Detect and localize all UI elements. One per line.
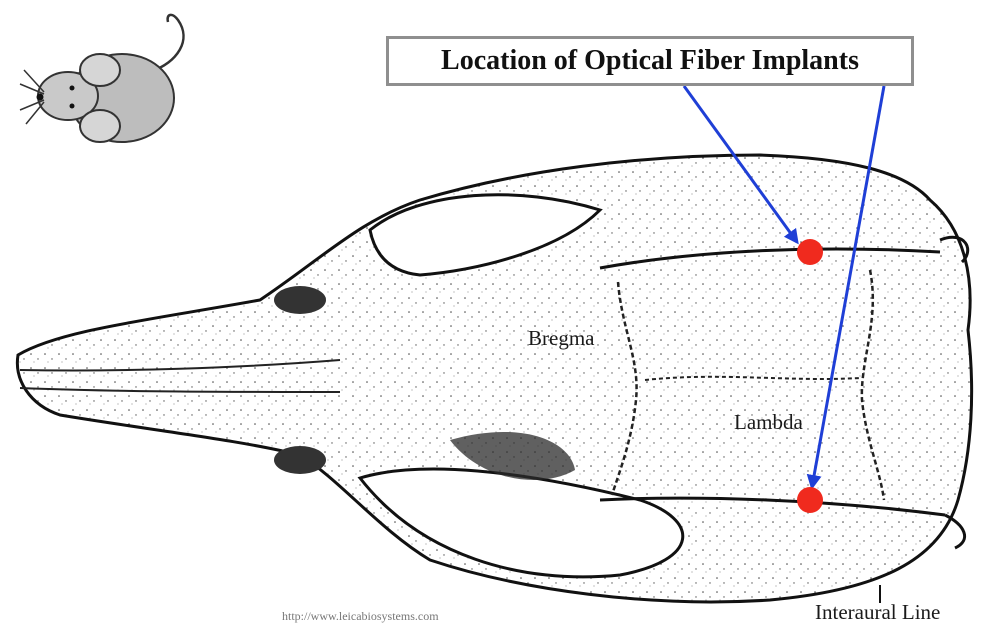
label-bregma: Bregma bbox=[528, 326, 594, 351]
label-interaural-line: Interaural Line bbox=[815, 600, 940, 625]
label-lambda: Lambda bbox=[734, 410, 803, 435]
mouse-icon bbox=[20, 15, 183, 142]
implant-marker-lower bbox=[797, 487, 823, 513]
diagram-title-box: Location of Optical Fiber Implants bbox=[386, 36, 914, 86]
source-credit: http://www.leicabiosystems.com bbox=[282, 609, 439, 624]
implant-marker-upper bbox=[797, 239, 823, 265]
skull-illustration bbox=[17, 155, 971, 603]
diagram-title: Location of Optical Fiber Implants bbox=[441, 45, 859, 77]
